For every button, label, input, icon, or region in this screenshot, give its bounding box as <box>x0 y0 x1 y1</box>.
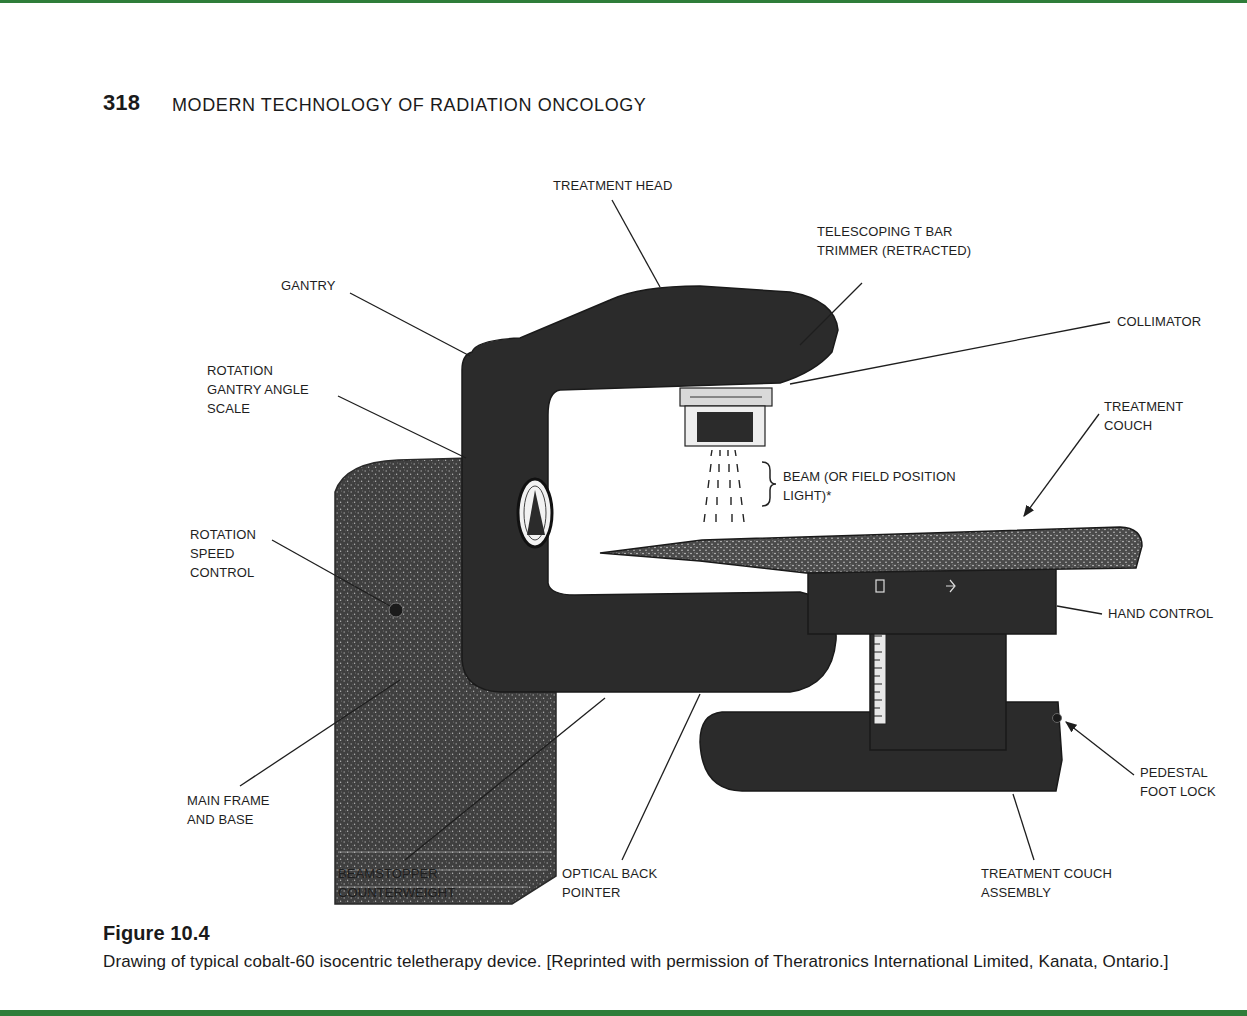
part-label: ROTATION GANTRY ANGLE SCALE <box>207 361 322 418</box>
figure-caption: Drawing of typical cobalt-60 isocentric … <box>103 950 1235 973</box>
part-label: TREATMENT COUCH ASSEMBLY <box>981 864 1151 902</box>
leader-arrow <box>1024 414 1099 516</box>
hand-control-switch <box>876 580 884 592</box>
page-number: 318 <box>103 90 163 116</box>
collimator-detail <box>690 397 762 398</box>
leader-lines <box>240 200 1134 860</box>
part-label: MAIN FRAME AND BASE <box>187 791 297 829</box>
part-label: GANTRY <box>281 276 361 295</box>
beam-bracket <box>762 462 776 506</box>
page-rule <box>0 0 1247 3</box>
leader-line <box>240 680 400 786</box>
part-label: COLLIMATOR <box>1117 312 1227 331</box>
leader-arrow <box>1066 722 1134 775</box>
part-label: BEAMSTOPPER COUNTERWEIGHT <box>338 864 488 902</box>
foot-lock-knob <box>1053 714 1062 723</box>
part-label: TREATMENT HEAD <box>553 176 693 195</box>
angle-scale-ring <box>524 486 546 540</box>
running-head: MODERN TECHNOLOGY OF RADIATION ONCOLOGY <box>172 92 712 118</box>
leader-line <box>790 322 1110 384</box>
part-label: ROTATION SPEED CONTROL <box>190 525 280 582</box>
part-label: BEAM (OR FIELD POSITION LIGHT)* <box>783 467 998 505</box>
part-label: TELESCOPING T BAR TRIMMER (RETRACTED) <box>817 222 977 260</box>
part-label: HAND CONTROL <box>1108 604 1233 623</box>
leader-line <box>1013 794 1034 860</box>
part-label: PEDESTAL FOOT LOCK <box>1140 763 1235 801</box>
leader-line <box>800 283 862 345</box>
leader-line <box>612 200 660 287</box>
leader-line <box>338 396 466 458</box>
leader-line <box>1057 606 1102 614</box>
leader-line <box>350 293 470 356</box>
collimator-jaws <box>697 412 753 442</box>
hand-control-switch <box>946 580 955 592</box>
collimator-plate <box>680 388 772 406</box>
leader-line <box>272 540 390 606</box>
angle-scale <box>518 479 552 547</box>
angle-pointer <box>527 490 545 535</box>
gantry-body <box>462 286 838 692</box>
collimator-box <box>685 406 765 446</box>
page-rule <box>0 1010 1247 1016</box>
part-label: TREATMENT COUCH <box>1104 397 1204 435</box>
beam-rays <box>704 450 744 522</box>
figure-number: Figure 10.4 <box>103 921 303 945</box>
speed-knob <box>389 603 403 617</box>
leader-line <box>405 698 605 860</box>
couch-top <box>600 527 1142 573</box>
part-label: OPTICAL BACK POINTER <box>562 864 692 902</box>
leader-line <box>622 694 700 860</box>
